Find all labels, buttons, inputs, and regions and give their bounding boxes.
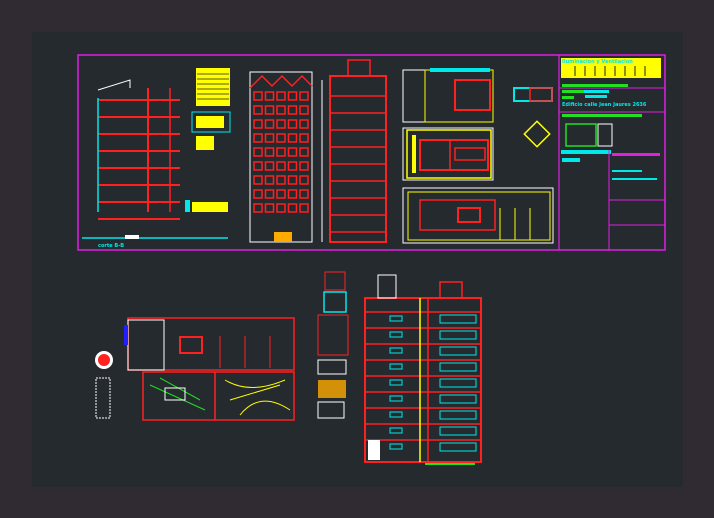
cad-line — [264, 161, 275, 171]
cad-line — [249, 74, 313, 89]
cad-line — [276, 189, 286, 199]
cad-line — [439, 410, 477, 420]
cad-line — [249, 71, 313, 243]
cad-line — [389, 411, 403, 418]
cad-line — [439, 378, 477, 388]
north-arrow — [523, 120, 551, 148]
cad-line — [299, 161, 309, 171]
cad-line — [97, 79, 131, 91]
cad-line — [368, 440, 380, 460]
cad-line — [389, 363, 403, 370]
stamp-icon — [95, 351, 113, 419]
cad-line — [389, 315, 403, 322]
cad-line — [364, 297, 482, 463]
cad-line — [287, 175, 298, 185]
cad-line — [389, 347, 403, 354]
cad-line — [264, 119, 275, 129]
cad-line — [299, 175, 309, 185]
cad-line — [287, 189, 298, 199]
floor-plan-typical — [402, 127, 494, 181]
cad-line — [389, 395, 403, 402]
cad-line — [185, 200, 190, 212]
cad-line — [264, 105, 275, 115]
section-label: corte B-B — [98, 243, 124, 249]
plan-bottom-left — [124, 317, 295, 421]
sheet-frame — [77, 54, 666, 251]
cad-line — [299, 133, 309, 143]
cad-line — [377, 274, 397, 299]
cad-line — [299, 105, 309, 115]
cad-line — [274, 232, 292, 242]
cad-line — [253, 189, 263, 199]
cad-line — [287, 119, 298, 129]
cad-line — [264, 147, 275, 157]
cad-line — [276, 203, 286, 213]
cad-line — [329, 75, 387, 243]
cad-line — [389, 427, 403, 434]
cad-line — [389, 443, 403, 450]
cad-line — [276, 91, 286, 101]
floor-plan-ground — [402, 68, 553, 123]
cad-line — [276, 105, 286, 115]
floor-plan-roof — [402, 187, 554, 244]
title-heading: Iluminacion y Ventilacion — [562, 59, 633, 65]
cad-line — [287, 203, 298, 213]
cad-line — [253, 105, 263, 115]
cad-line — [299, 147, 309, 157]
facade-elevation — [249, 71, 313, 243]
note-yellow-1 — [196, 136, 214, 150]
cad-line — [439, 346, 477, 356]
cad-line — [439, 394, 477, 404]
cad-line — [439, 426, 477, 436]
title-block — [559, 58, 665, 250]
cad-line — [287, 105, 298, 115]
section-right — [321, 59, 387, 243]
detail-column — [317, 271, 349, 419]
cad-line — [276, 147, 286, 157]
cad-line — [439, 330, 477, 340]
cad-line — [253, 133, 263, 143]
cad-line — [299, 189, 309, 199]
cad-line — [439, 314, 477, 324]
cad-line — [264, 91, 275, 101]
cad-line — [253, 175, 263, 185]
cad-line — [347, 59, 371, 77]
cad-line — [264, 133, 275, 143]
cad-line — [253, 91, 263, 101]
table-yellow-2 — [196, 116, 224, 128]
table-lines — [197, 73, 229, 100]
cad-line — [253, 147, 263, 157]
cad-line — [264, 175, 275, 185]
section-left — [97, 79, 190, 220]
section-bottom — [364, 274, 482, 465]
cad-line — [287, 161, 298, 171]
cad-line — [264, 189, 275, 199]
cad-line — [253, 161, 263, 171]
cad-line — [276, 133, 286, 143]
project-name: Edificio calle Jean Jaures 2636 — [562, 102, 647, 108]
cad-line — [287, 133, 298, 143]
cad-line — [276, 161, 286, 171]
cad-line — [299, 203, 309, 213]
note-yellow-2 — [192, 202, 228, 212]
cad-line — [439, 362, 477, 372]
cad-line — [439, 442, 477, 452]
cad-line — [389, 331, 403, 338]
cad-line — [287, 147, 298, 157]
cad-line — [389, 379, 403, 386]
scale-bar — [125, 235, 139, 239]
cad-line — [299, 91, 309, 101]
table-cyan-frame — [191, 111, 231, 133]
cad-line — [299, 119, 309, 129]
cad-line — [439, 281, 463, 299]
cad-line — [253, 119, 263, 129]
cad-line — [287, 91, 298, 101]
cad-line — [253, 203, 263, 213]
cad-line — [276, 175, 286, 185]
cad-line — [264, 203, 275, 213]
drawing-sheet — [32, 32, 683, 487]
cad-line — [276, 119, 286, 129]
